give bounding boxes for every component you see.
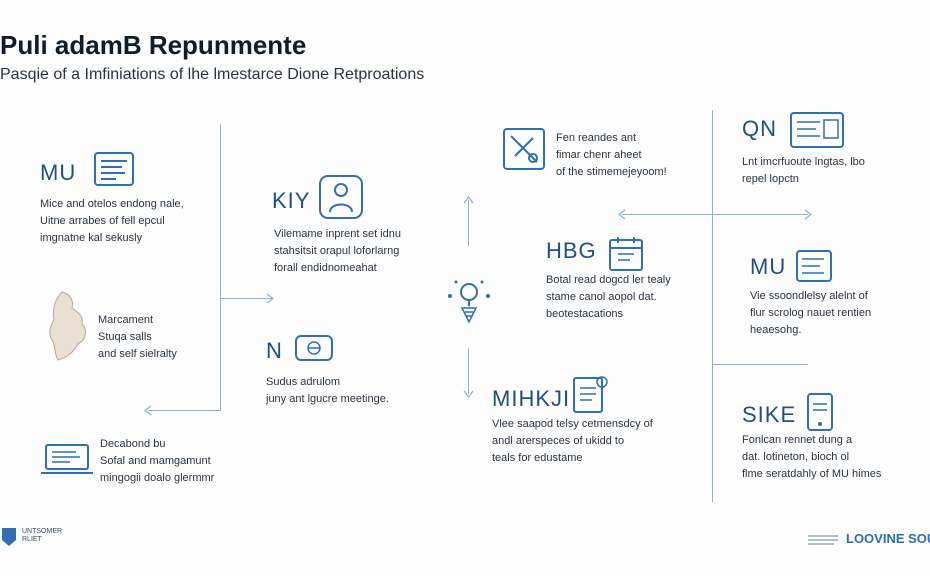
tablet-icon [807,393,833,431]
checklist-icon [796,250,832,282]
report-icon [573,376,608,413]
arrow-left-icon [618,209,626,220]
map-illustration-icon [49,291,86,361]
arrow-down-icon [463,390,474,398]
brand-logo-icon [2,528,16,546]
connector-center-down [468,348,469,394]
tools-icon [503,128,545,170]
node-desc-center-1: Botal read dogcd ler tealy stame canol a… [546,274,671,320]
connector-left-bottom [148,410,221,411]
node-code-center-2: MIHKJI [492,386,571,411]
footer-brand-name: LOOVINE SOU [846,531,930,546]
arrow-right-icon [266,293,274,304]
connector-left-branch [220,298,272,299]
footer-brand-text: UNTSOMER RLIET [22,528,63,543]
connector-right-h1 [622,214,808,215]
connector-center-up [468,200,469,246]
arrow-right-icon [804,209,812,220]
connector-left-vertical [220,124,221,411]
node-desc-left-2: Marcament Stuqa salls and self sielralty [98,314,177,360]
calendar-icon [609,237,643,271]
node-desc-right-3: Fonlcan rennet dung a dat. lotineton, bi… [742,434,882,480]
node-code-mid-2: N [266,338,283,363]
node-code-mid-1: KIY [272,188,311,213]
laptop-icon [41,444,93,474]
node-code-left-1: MU [40,160,77,185]
node-desc-mid-2: Sudus adrulom juny ant lgucre meetinge. [266,376,389,405]
connector-right-vertical [712,110,713,502]
document-icon [94,152,134,186]
node-code-center-1: HBG [546,238,597,263]
node-desc-mid-1: Vilemame inprent set idnu stahsitsit ora… [274,228,401,274]
lightbulb-icon [448,280,490,324]
node-desc-right-1: Lnt imcrfuoute lngtas, lbo repel lopctn [742,156,865,185]
node-desc-center-2: Vlee saapod telsy cetmensdcy of andl are… [492,418,653,464]
node-desc-left-3: Decabond bu Sofal and mamgamunt mingogii… [100,438,215,484]
node-code-right-3: SIKE [742,402,797,427]
node-desc-right-2: Vie ssoondlelsy alelnt of flur scrolog n… [750,290,872,336]
connector-right-h2 [712,364,808,365]
page-title: Puli adamB Repunmente [0,30,307,60]
arrow-left-icon [144,405,152,416]
page-subtitle: Pasqie of a Imfiniations of lhe lmestarc… [0,66,425,83]
node-code-right-2: MU [750,254,787,279]
node-desc-center-top: Fen reandes ant fimar chenr aheet of the… [556,132,667,178]
document-list-icon [790,112,844,148]
robot-icon [319,175,363,219]
arrow-up-icon [463,196,474,204]
monitor-icon [295,335,333,361]
footer-logo-mark-icon [808,535,838,545]
node-desc-left-1: Mice and otelos endong nale, Uitne arrab… [40,198,184,244]
node-code-right-1: QN [742,116,777,141]
